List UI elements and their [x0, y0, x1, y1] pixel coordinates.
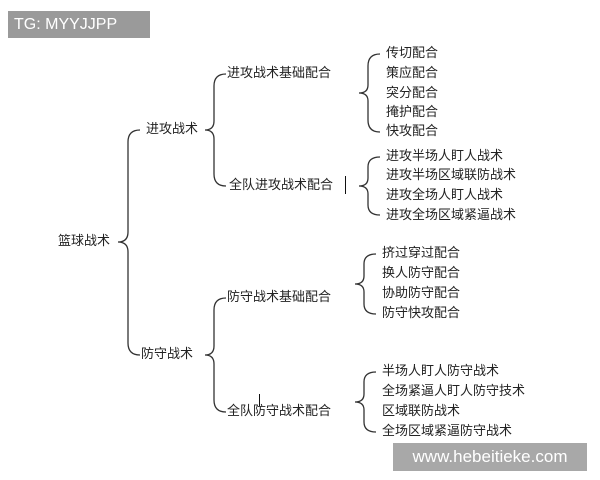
- offense-brace: [204, 73, 227, 187]
- leaf-item: 半场人盯人防守战术: [382, 364, 500, 379]
- offense-team-brace: [358, 156, 381, 216]
- defense-basic-node: 防守战术基础配合: [227, 290, 332, 305]
- root-brace: [117, 129, 141, 356]
- leaf-item: 突分配合: [386, 86, 439, 101]
- offense-team-node: 全队进攻战术配合: [229, 178, 334, 193]
- offense-node: 进攻战术: [146, 122, 199, 137]
- watermark-top-label: TG: MYYJJPP: [8, 11, 150, 38]
- defense-brace: [204, 297, 227, 413]
- offense-basic-node: 进攻战术基础配合: [227, 66, 332, 81]
- text-cursor-mark: [259, 394, 260, 406]
- leaf-item: 全场紧逼人盯人防守技术: [382, 384, 526, 399]
- leaf-item: 换人防守配合: [382, 266, 461, 281]
- leaf-item: 挤过穿过配合: [382, 246, 461, 261]
- leaf-item: 传切配合: [386, 46, 439, 61]
- defense-basic-brace: [354, 253, 377, 315]
- leaf-item: 进攻半场区域联防战术: [386, 168, 517, 183]
- leaf-item: 进攻全场区域紧逼战术: [386, 208, 517, 223]
- defense-team-brace: [354, 371, 377, 433]
- text-cursor-mark: [345, 176, 346, 194]
- root-node: 篮球战术: [58, 234, 111, 249]
- leaf-item: 掩护配合: [386, 105, 439, 120]
- leaf-item: 快攻配合: [386, 124, 439, 139]
- defense-node: 防守战术: [141, 347, 194, 362]
- defense-team-node: 全队防守战术配合: [227, 404, 332, 419]
- leaf-item: 区域联防战术: [382, 404, 461, 419]
- leaf-item: 进攻全场人盯人战术: [386, 188, 504, 203]
- leaf-item: 协助防守配合: [382, 286, 461, 301]
- leaf-item: 防守快攻配合: [382, 306, 461, 321]
- leaf-item: 全场区域紧逼防守战术: [382, 424, 513, 439]
- watermark-url-label: www.hebeitieke.com: [393, 443, 587, 471]
- leaf-item: 进攻半场人盯人战术: [386, 149, 504, 164]
- offense-basic-brace: [358, 53, 381, 133]
- leaf-item: 策应配合: [386, 66, 439, 81]
